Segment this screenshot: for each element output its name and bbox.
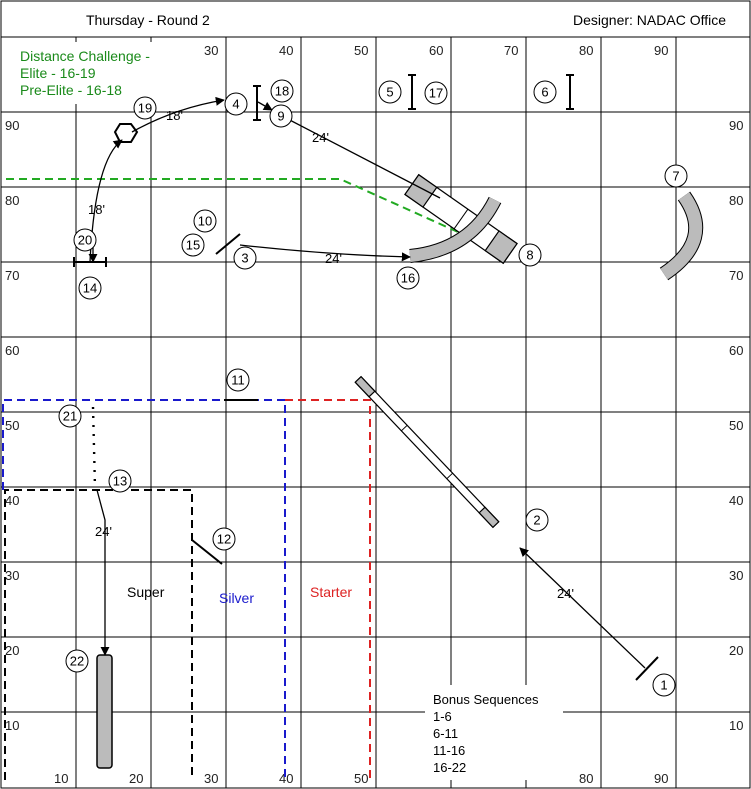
- bonus-item: 11-16: [433, 743, 465, 758]
- obstacle-number: 12: [217, 532, 231, 547]
- tick-left: 80: [5, 193, 19, 208]
- obstacle-number: 3: [241, 251, 248, 266]
- tick-bottom: 80: [579, 771, 593, 786]
- designer-label: Designer: NADAC Office: [573, 12, 726, 28]
- obstacle-number: 11: [231, 373, 245, 388]
- obstacle-number: 4: [232, 97, 239, 112]
- tick-right: 40: [729, 493, 743, 508]
- tick-bottom: 90: [654, 771, 668, 786]
- tick-top: 80: [579, 43, 593, 58]
- tick-right: 80: [729, 193, 743, 208]
- tick-right: 10: [729, 718, 743, 733]
- distance-challenge-box: [10, 42, 170, 104]
- obstacle-number: 10: [198, 214, 212, 229]
- tick-right: 90: [729, 118, 743, 133]
- course-title: Thursday - Round 2: [86, 12, 210, 28]
- tick-right: 60: [729, 343, 743, 358]
- distance-label: 24': [325, 251, 342, 266]
- tick-bottom: 50: [354, 771, 368, 786]
- tick-left: 40: [5, 493, 19, 508]
- super-zone-line: [4, 489, 193, 780]
- distance-challenge-pre-elite: Pre-Elite - 16-18: [20, 82, 122, 98]
- tick-right: 50: [729, 418, 743, 433]
- zone-label-starter: Starter: [310, 584, 352, 600]
- obstacle-number: 1: [660, 678, 667, 693]
- grid: [1, 36, 750, 788]
- tick-bottom: 20: [129, 771, 143, 786]
- bonus-box: [425, 685, 563, 780]
- tick-top: 60: [429, 43, 443, 58]
- obstacle-markers: 1 2 3 4 5 6 7 8 9 10 11 12 13 14 15 16 1…: [58, 79, 688, 697]
- distance-label: 18': [166, 108, 183, 123]
- tick-right: 20: [729, 643, 743, 658]
- zone-label-super: Super: [127, 584, 165, 600]
- silver-zone-line: [2, 399, 286, 780]
- tick-bottom: 30: [204, 771, 218, 786]
- obstacle-number: 19: [138, 101, 152, 116]
- obstacle-number: 13: [113, 474, 127, 489]
- obstacle-number: 6: [541, 85, 548, 100]
- tick-right: 30: [729, 568, 743, 583]
- tick-top: 50: [354, 43, 368, 58]
- dogwalk-2: [354, 375, 500, 529]
- distance-label: 18': [88, 202, 105, 217]
- distance-label: 24': [95, 524, 112, 539]
- obstacle-number: 16: [401, 271, 415, 286]
- tick-left: 20: [5, 643, 19, 658]
- obstacle-number: 20: [78, 233, 92, 248]
- tick-top: 40: [279, 43, 293, 58]
- distance-label: 24': [312, 130, 329, 145]
- distance-challenge-heading: Distance Challenge -: [20, 48, 150, 64]
- obstacle-number: 22: [70, 654, 84, 669]
- tick-right: 70: [729, 268, 743, 283]
- tick-bottom: 40: [279, 771, 293, 786]
- obstacle-number: 21: [63, 409, 77, 424]
- tick-top: 70: [504, 43, 518, 58]
- bonus-item: 6-11: [433, 726, 458, 741]
- starter-zone-line: [285, 399, 371, 780]
- tick-left: 70: [5, 268, 19, 283]
- distance-label: 24': [557, 586, 574, 601]
- obstacle-number: 17: [429, 86, 443, 101]
- obstacle-number: 15: [186, 238, 200, 253]
- tick-left: 10: [5, 718, 19, 733]
- tick-top: 30: [204, 43, 218, 58]
- aframe-8: [404, 173, 518, 265]
- tick-left: 30: [5, 568, 19, 583]
- obstacle-number: 9: [277, 109, 284, 124]
- tick-bottom: 10: [54, 771, 68, 786]
- distance-challenge-elite: Elite - 16-19: [20, 65, 96, 81]
- tick-left: 60: [5, 343, 19, 358]
- zone-label-silver: Silver: [219, 590, 254, 606]
- bonus-item: 1-6: [433, 709, 452, 724]
- tick-top: 90: [654, 43, 668, 58]
- obstacle-number: 14: [83, 281, 97, 296]
- hurdles: [73, 74, 659, 681]
- obstacle-number: 18: [275, 84, 289, 99]
- obstacle-number: 2: [533, 513, 540, 528]
- distance-challenge-line: [6, 178, 459, 233]
- bonus-title: Bonus Sequences: [433, 692, 539, 707]
- bonus-item: 16-22: [433, 760, 466, 775]
- obstacle-number: 5: [386, 85, 393, 100]
- obstacle-number: 8: [526, 248, 533, 263]
- tunnel-22: [96, 654, 113, 769]
- tick-left: 90: [5, 118, 19, 133]
- tick-left: 50: [5, 418, 19, 433]
- obstacle-number: 7: [672, 169, 679, 184]
- hoop-19: [113, 123, 139, 143]
